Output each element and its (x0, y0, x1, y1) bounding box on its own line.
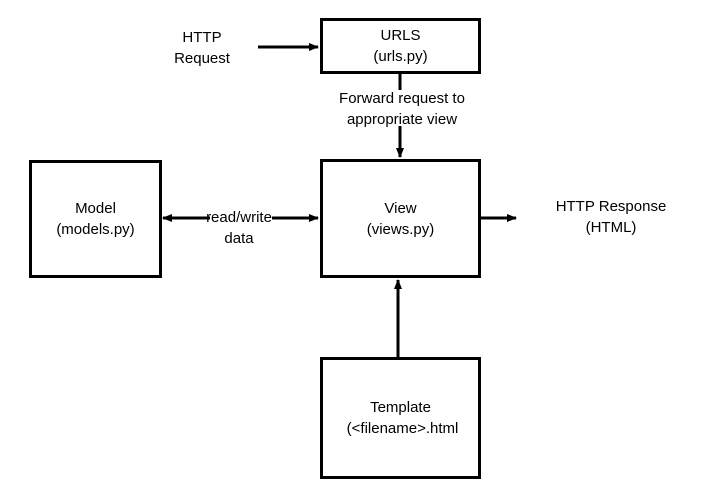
node-urls[interactable]: URLS (urls.py) (320, 18, 481, 74)
label-http-request-line2: Request (174, 50, 230, 67)
label-read-write-data: read/write data (192, 207, 286, 249)
label-http-response: HTTP Response (HTML) (521, 196, 701, 238)
node-view-label: View (384, 199, 417, 217)
label-forward-request: Forward request to appropriate view (318, 88, 486, 130)
node-template-label: Template (370, 399, 431, 416)
label-http-request-line1: HTTP (182, 29, 222, 46)
label-http-response-line1: HTTP Response (555, 198, 667, 215)
node-model-label: Model (75, 200, 116, 217)
label-read-write-data-line2: data (224, 230, 254, 247)
node-template[interactable]: Template (<filename>.html (320, 357, 481, 479)
node-urls-label: URLS (380, 27, 421, 44)
label-forward-request-line2: appropriate view (346, 111, 458, 128)
label-http-request: HTTP Request (150, 27, 254, 69)
label-http-response-line2: (HTML) (585, 219, 637, 236)
node-template-filename: (<filename>.html (346, 420, 459, 437)
node-view[interactable]: View (views.py) (320, 159, 481, 278)
label-read-write-data-line1: read/write (206, 209, 272, 226)
node-model-filename: (models.py) (56, 221, 135, 238)
node-urls-filename: (urls.py) (373, 48, 428, 65)
node-model[interactable]: Model (models.py) (29, 160, 162, 278)
node-view-filename: (views.py) (366, 220, 435, 238)
label-forward-request-line1: Forward request to (339, 90, 465, 107)
